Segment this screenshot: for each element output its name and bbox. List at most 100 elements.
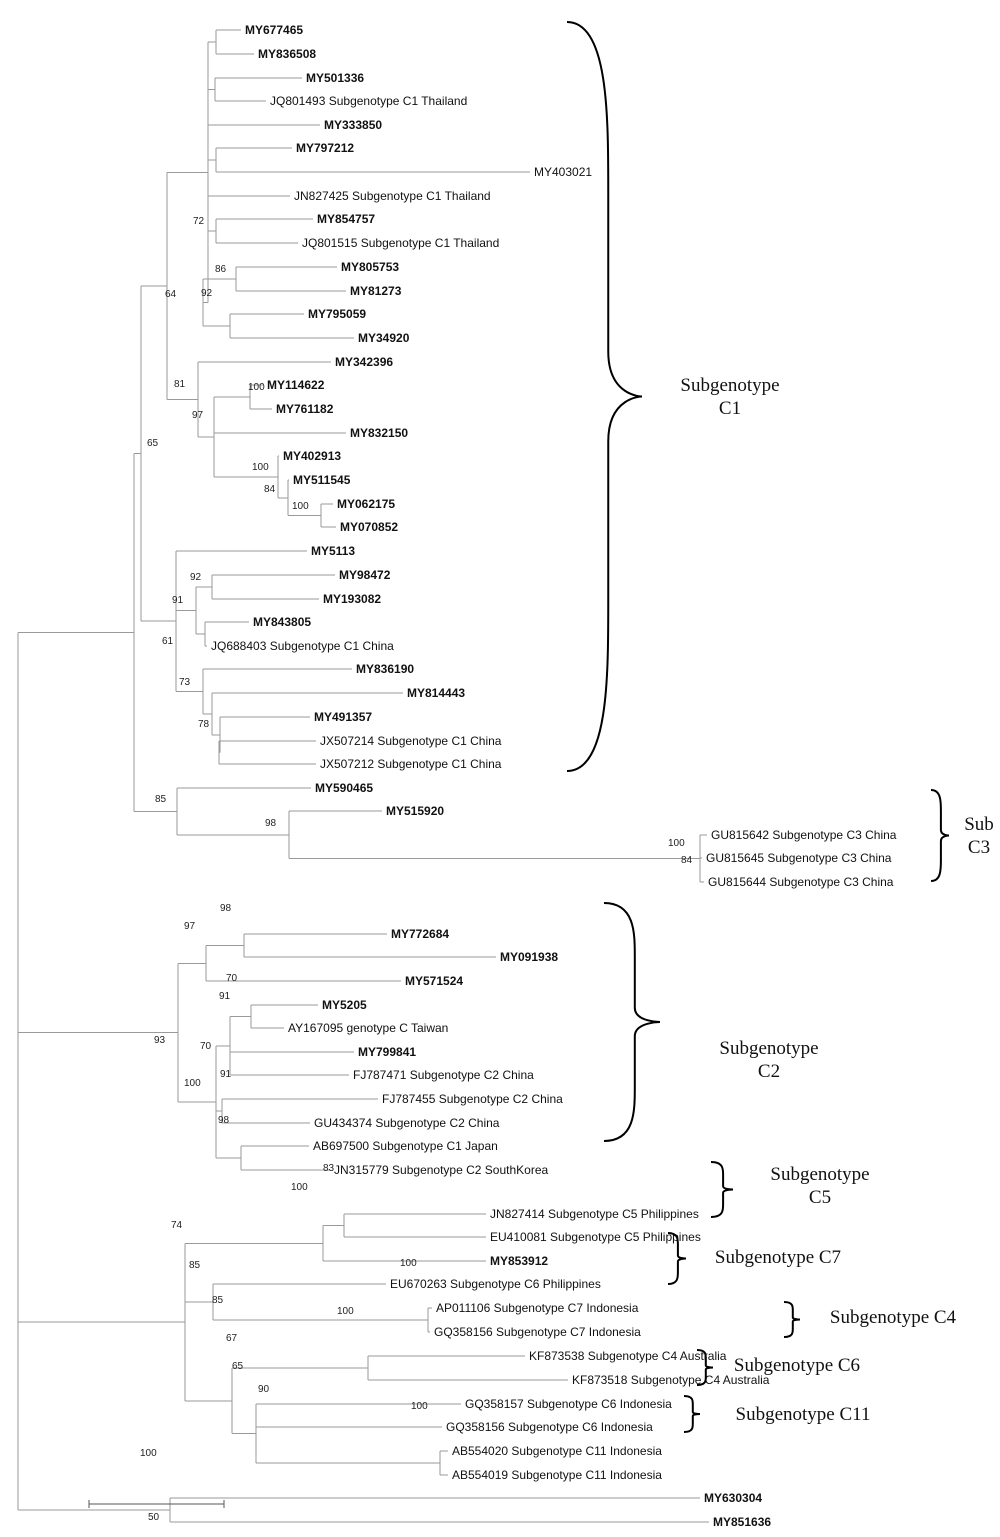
taxon-label: MY98472 bbox=[339, 568, 391, 582]
bootstrap-value: 83 bbox=[323, 1163, 335, 1174]
taxon-label: MY851636 bbox=[713, 1515, 771, 1529]
bootstrap-value: 65 bbox=[147, 438, 159, 449]
taxon-label: MY5113 bbox=[311, 544, 355, 558]
bootstrap-value: 100 bbox=[291, 1182, 308, 1193]
bootstrap-value: 100 bbox=[184, 1078, 201, 1089]
taxon-label: MY814443 bbox=[407, 686, 465, 700]
taxon-label: MY070852 bbox=[340, 520, 398, 534]
taxon-label: AY167095 genotype C Taiwan bbox=[288, 1021, 448, 1035]
taxon-label: MY799841 bbox=[358, 1045, 416, 1059]
scale-bar-label: 50 bbox=[148, 1512, 160, 1523]
taxon-label: GQ358157 Subgenotype C6 Indonesia bbox=[465, 1397, 672, 1411]
taxon-label: JQ688403 Subgenotype C1 China bbox=[211, 639, 394, 653]
taxon-label: MY571524 bbox=[405, 974, 463, 988]
taxon-label: MY342396 bbox=[335, 355, 393, 369]
bootstrap-value: 65 bbox=[232, 1361, 244, 1372]
taxon-label: MY836508 bbox=[258, 47, 316, 61]
bootstrap-value: 78 bbox=[198, 719, 210, 730]
taxon-label: AB554019 Subgenotype C11 Indonesia bbox=[452, 1468, 662, 1482]
taxon-label: AB554020 Subgenotype C11 Indonesia bbox=[452, 1444, 662, 1458]
scale-bar-line bbox=[88, 1500, 225, 1508]
taxon-label: MY5205 bbox=[322, 998, 367, 1012]
taxon-label: JQ801515 Subgenotype C1 Thailand bbox=[302, 236, 499, 250]
taxon-label: MY501336 bbox=[306, 71, 364, 85]
scale-bar: 50 bbox=[88, 1500, 225, 1523]
taxon-label: JN827425 Subgenotype C1 Thailand bbox=[294, 189, 491, 203]
taxon-label: MY772684 bbox=[391, 927, 449, 941]
clade-label-c2: Subgenotype bbox=[719, 1038, 818, 1059]
bootstrap-value: 73 bbox=[179, 677, 191, 688]
bootstrap-value: 85 bbox=[189, 1260, 201, 1271]
bootstrap-value: 92 bbox=[190, 572, 202, 583]
taxon-label: MY677465 bbox=[245, 23, 303, 37]
bootstrap-value: 97 bbox=[192, 410, 204, 421]
taxon-label: MY403021 bbox=[534, 165, 592, 179]
taxon-label: AP011106 Subgenotype C7 Indonesia bbox=[436, 1301, 639, 1315]
bootstrap-value: 97 bbox=[184, 921, 196, 932]
taxon-label: MY795059 bbox=[308, 307, 366, 321]
bootstrap-value: 81 bbox=[174, 379, 186, 390]
taxon-label: MY491357 bbox=[314, 710, 372, 724]
taxon-label: MY853912 bbox=[490, 1254, 548, 1268]
taxon-label: MY854757 bbox=[317, 212, 375, 226]
clade-label-c1: C1 bbox=[719, 398, 741, 419]
clade-brace bbox=[566, 21, 643, 772]
taxon-label: EU410081 Subgenotype C5 Philippines bbox=[490, 1230, 701, 1244]
taxon-label: MY062175 bbox=[337, 497, 395, 511]
bootstrap-value: 72 bbox=[193, 216, 205, 227]
bootstrap-value: 92 bbox=[201, 288, 213, 299]
taxon-label: JN827414 Subgenotype C5 Philippines bbox=[490, 1207, 699, 1221]
taxon-label: FJ787471 Subgenotype C2 China bbox=[353, 1068, 534, 1082]
taxon-label: MY630304 bbox=[704, 1491, 762, 1505]
bootstrap-value: 85 bbox=[155, 794, 167, 805]
taxon-label: MY832150 bbox=[350, 426, 408, 440]
bootstrap-value: 64 bbox=[165, 289, 177, 300]
taxon-label: MY114622 bbox=[267, 378, 325, 392]
bootstrap-value: 100 bbox=[248, 382, 265, 393]
bootstrap-value: 100 bbox=[411, 1401, 428, 1412]
clade-brace bbox=[710, 1161, 734, 1218]
taxon-label: MY515920 bbox=[386, 804, 444, 818]
taxon-label: MY805753 bbox=[341, 260, 399, 274]
taxon-label: MY843805 bbox=[253, 615, 311, 629]
clade-brace bbox=[683, 1395, 701, 1433]
clade-label-c11: Subgenotype C11 bbox=[736, 1404, 871, 1425]
clade-label-c1: Subgenotype bbox=[680, 375, 779, 396]
clade-brace bbox=[783, 1301, 801, 1338]
clade-braces bbox=[566, 21, 950, 1433]
bootstrap-value: 100 bbox=[140, 1448, 157, 1459]
bootstrap-value: 74 bbox=[171, 1220, 183, 1231]
taxon-label: MY333850 bbox=[324, 118, 382, 132]
bootstrap-value: 90 bbox=[258, 1384, 270, 1395]
bootstrap-value: 84 bbox=[681, 855, 693, 866]
taxon-label: KF873518 Subgenotype C4 Australia bbox=[572, 1373, 770, 1387]
bootstrap-value: 98 bbox=[220, 903, 232, 914]
taxon-label: GQ358156 Subgenotype C6 Indonesia bbox=[446, 1420, 653, 1434]
bootstrap-value: 100 bbox=[400, 1258, 417, 1269]
taxon-label: MY511545 bbox=[293, 473, 351, 487]
taxon-label: MY193082 bbox=[323, 592, 381, 606]
bootstrap-value: 100 bbox=[337, 1306, 354, 1317]
taxon-label: MY34920 bbox=[358, 331, 410, 345]
taxon-label: GU434374 Subgenotype C2 China bbox=[314, 1116, 500, 1130]
taxon-label: JN315779 Subgenotype C2 SouthKorea bbox=[334, 1163, 548, 1177]
taxon-label: MY81273 bbox=[350, 284, 402, 298]
taxon-label: JX507214 Subgenotype C1 China bbox=[320, 734, 502, 748]
clade-brace bbox=[930, 789, 950, 882]
taxon-label: JX507212 Subgenotype C1 China bbox=[320, 757, 502, 771]
taxon-label: MY836190 bbox=[356, 662, 414, 676]
clade-label-c5: C5 bbox=[809, 1187, 831, 1208]
clade-label-c6: Subgenotype C6 bbox=[734, 1355, 860, 1376]
bootstrap-value: 98 bbox=[218, 1115, 230, 1126]
bootstrap-value: 91 bbox=[219, 991, 231, 1002]
bootstrap-value: 86 bbox=[215, 264, 227, 275]
taxon-label: MY761182 bbox=[276, 402, 334, 416]
bootstrap-value: 91 bbox=[220, 1069, 232, 1080]
bootstrap-value: 93 bbox=[154, 1035, 166, 1046]
bootstrap-value: 98 bbox=[265, 818, 277, 829]
clade-label-c7: Subgenotype C7 bbox=[715, 1247, 841, 1268]
taxon-label: EU670263 Subgenotype C6 Philippines bbox=[390, 1277, 601, 1291]
